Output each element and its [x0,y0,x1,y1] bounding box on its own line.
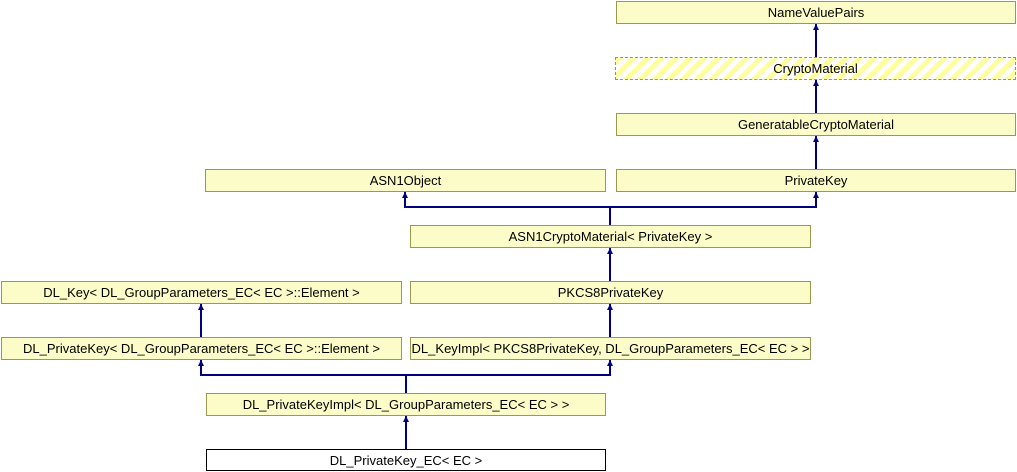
arrowhead-up-icon [813,192,819,198]
inheritance-edge-dl-keyimpl-to-pkcs8privatekey [609,304,611,337]
class-node-dl-privatekeyimpl[interactable]: DL_PrivateKeyImpl< DL_GroupParameters_EC… [206,393,606,416]
inheritance-edge-dl-privatekeyimpl-to-dl-privatekey-and-dl-keyimpl [609,360,611,375]
class-node-namevaluepairs[interactable]: NameValuePairs [616,1,1016,24]
arrowhead-up-icon [813,24,819,30]
inheritance-edge-dl-privatekey-ec-to-dl-privatekeyimpl [405,416,407,449]
class-node-label: DL_PrivateKey< DL_GroupParameters_EC< EC… [23,341,380,356]
inheritance-edge-generatablecryptomaterial-to-cryptomaterial [815,80,817,113]
class-node-generatablecryptomaterial[interactable]: GeneratableCryptoMaterial [616,113,1016,136]
class-node-dl-privatekey[interactable]: DL_PrivateKey< DL_GroupParameters_EC< EC… [1,337,402,360]
arrowhead-up-icon [198,360,204,366]
arrowhead-up-icon [813,80,819,86]
arrowhead-up-icon [402,192,408,198]
class-node-label: GeneratableCryptoMaterial [737,117,895,132]
class-node-label: DL_Key< DL_GroupParameters_EC< EC >::Ele… [43,285,360,300]
arrowhead-up-icon [403,416,409,422]
class-node-label: DL_PrivateKey_EC< EC > [329,452,483,468]
class-node-asn1object[interactable]: ASN1Object [205,169,606,192]
inheritance-edge-dl-privatekeyimpl-to-dl-privatekey-and-dl-keyimpl [200,374,611,376]
class-node-label: DL_PrivateKeyImpl< DL_GroupParameters_EC… [242,397,570,412]
class-node-dl-key[interactable]: DL_Key< DL_GroupParameters_EC< EC >::Ele… [1,281,402,304]
class-node-label: NameValuePairs [767,5,865,20]
class-node-asn1cryptomaterial-privatekey[interactable]: ASN1CryptoMaterial< PrivateKey > [410,225,811,248]
inheritance-edge-pkcs8privatekey-to-asn1cryptomaterial [609,248,611,281]
class-node-pkcs8privatekey[interactable]: PKCS8PrivateKey [410,281,811,304]
arrowhead-up-icon [813,136,819,142]
inheritance-edge-asn1cryptomaterial-to-asn1object-and-privatekey [815,192,817,207]
inheritance-edge-cryptomaterial-to-namevaluepairs [815,24,817,57]
class-node-label: ASN1Object [369,173,442,188]
inheritance-edge-asn1cryptomaterial-to-asn1object-and-privatekey [404,206,817,208]
arrowhead-up-icon [198,304,204,310]
class-node-label: ASN1CryptoMaterial< PrivateKey > [508,229,713,244]
class-node-label: CryptoMaterial [773,61,858,76]
inheritance-edge-privatekey-to-generatablecryptomaterial [815,136,817,169]
arrowhead-up-icon [607,248,613,254]
class-node-dl-keyimpl[interactable]: DL_KeyImpl< PKCS8PrivateKey, DL_GroupPar… [410,337,811,360]
class-node-privatekey[interactable]: PrivateKey [616,169,1016,192]
class-node-label: PrivateKey [784,173,848,188]
class-node-cryptomaterial[interactable]: CryptoMaterial [615,57,1016,80]
arrowhead-up-icon [607,304,613,310]
arrowhead-up-icon [607,360,613,366]
class-node-label: PKCS8PrivateKey [557,285,664,300]
inheritance-edge-asn1cryptomaterial-to-asn1object-and-privatekey [609,207,611,225]
class-node-dl-privatekey-ec: DL_PrivateKey_EC< EC > [206,449,606,471]
inheritance-edge-dl-privatekey-to-dl-key [200,304,202,337]
inheritance-edge-dl-privatekeyimpl-to-dl-privatekey-and-dl-keyimpl [200,360,202,375]
inheritance-edge-asn1cryptomaterial-to-asn1object-and-privatekey [404,192,406,207]
class-node-label: DL_KeyImpl< PKCS8PrivateKey, DL_GroupPar… [411,341,810,356]
inheritance-edge-dl-privatekeyimpl-to-dl-privatekey-and-dl-keyimpl [405,375,407,393]
